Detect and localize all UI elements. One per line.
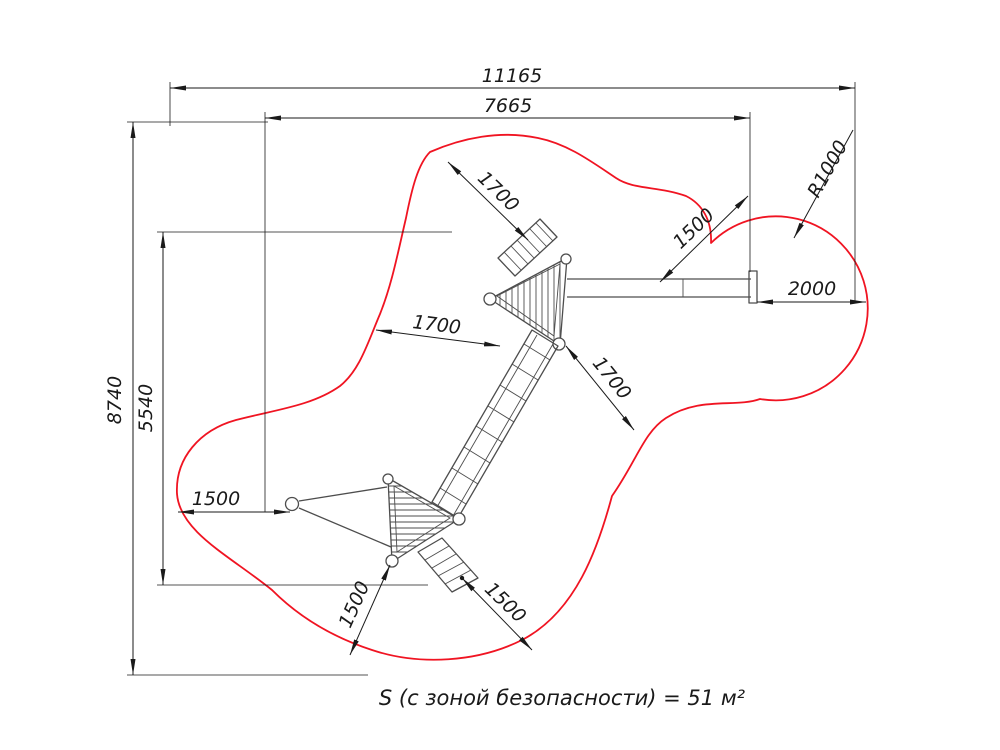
dim-label-beam-clearance: 2000 (788, 278, 836, 300)
playground-structure (284, 218, 758, 593)
dim-label-ramp-left-clearance: 1700 (411, 311, 462, 339)
dim-line-ramp-right-clearance (565, 345, 635, 431)
dim-label-top-right-clearance: 1500 (669, 204, 719, 253)
dim-line-ramp-left-clearance (375, 329, 501, 347)
overhead-beam (567, 270, 758, 304)
lower-tower (382, 473, 466, 568)
dim-line-bottom-mid-clearance (461, 577, 533, 651)
upper-tower-platform (489, 257, 568, 346)
upper-tower-platform-inner (496, 263, 561, 337)
ramp-frame (431, 329, 559, 519)
dim-label-ladder-clearance: 1700 (473, 167, 523, 216)
upper-tower (483, 253, 572, 351)
upper-tower-post (483, 292, 497, 306)
lower-tower-platform (387, 477, 460, 563)
dim-label-bottom-left-clearance: 1500 (335, 578, 375, 631)
dim-label-overall-width: 11165 (482, 65, 542, 87)
balance-beam (284, 486, 392, 548)
lower-tower-post (382, 473, 394, 485)
dim-label-inner-height: 5540 (135, 384, 157, 432)
dimension-lines (130, 85, 866, 675)
beam-end-post (748, 270, 758, 304)
dim-label-bottom-mid-clearance: 1500 (480, 578, 530, 627)
exit-ladder (417, 537, 479, 593)
dim-label-overall-height: 8740 (104, 376, 126, 424)
dim-line-ladder-clearance (447, 161, 529, 241)
lower-tower-post (385, 554, 399, 568)
balance-beam-post (284, 496, 300, 512)
radius-leader-line (793, 129, 854, 239)
dim-line-bottom-left-clearance (349, 564, 391, 656)
dim-line-top-right-clearance (659, 195, 749, 283)
dimension-labels: 11165 7665 8740 5540 1700 1500 R1000 200… (104, 65, 852, 631)
dim-label-corner-radius: R1000 (803, 137, 852, 202)
area-caption: S (с зоной безопасности) = 51 м² (379, 686, 746, 710)
dim-label-ramp-right-clearance: 1700 (588, 353, 636, 404)
lower-tower-platform-inner (393, 485, 451, 553)
lower-tower-deck-hatch (388, 485, 459, 553)
climbing-ramp (431, 329, 559, 519)
upper-tower-post (560, 253, 572, 265)
leader-dot (459, 575, 465, 581)
lower-tower-post (452, 512, 466, 526)
dim-label-inner-width: 7665 (484, 95, 532, 117)
extension-lines (127, 82, 856, 676)
dim-label-left-clearance: 1500 (192, 488, 240, 510)
